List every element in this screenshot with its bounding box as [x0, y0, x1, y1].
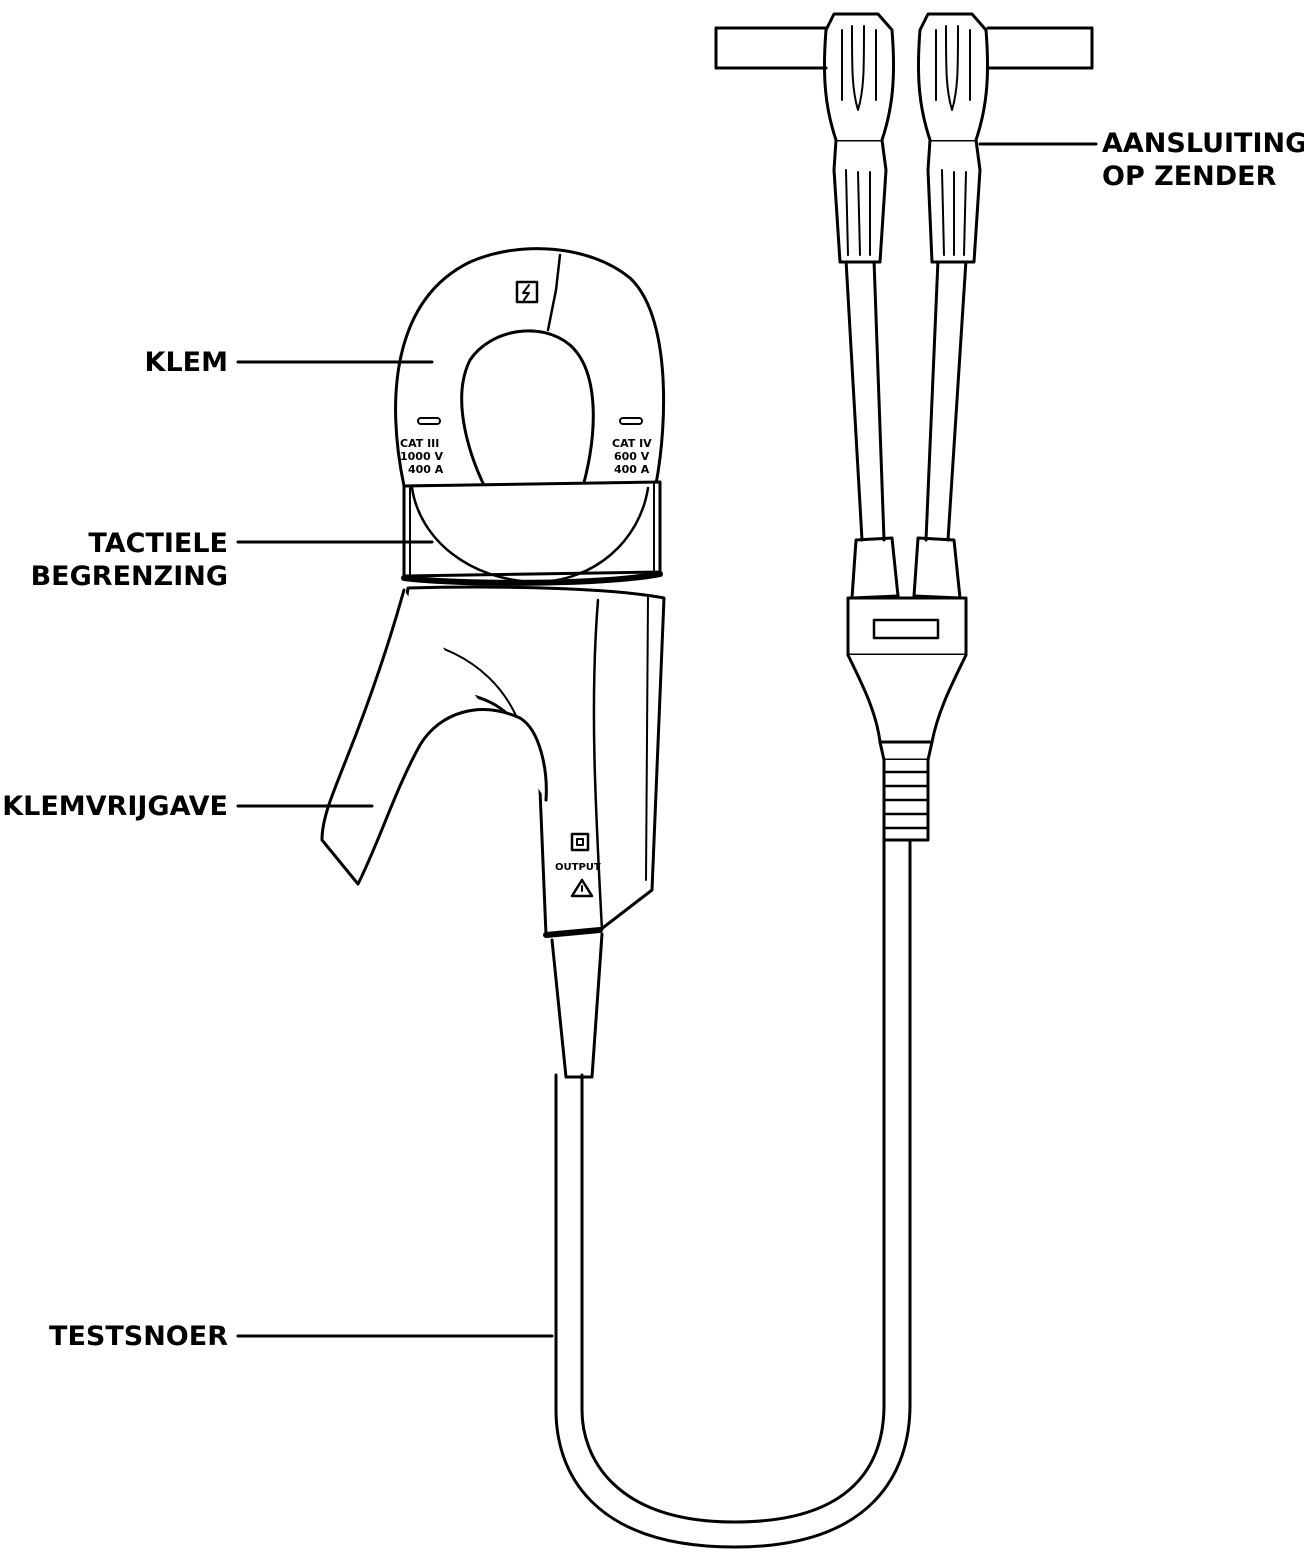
- test-lead-cable: [556, 835, 910, 1547]
- y-splitter: [848, 538, 966, 840]
- output-marking: OUTPUT: [555, 862, 601, 873]
- label-klem: KLEM: [145, 346, 228, 379]
- transmitter-plug-right: [918, 14, 987, 262]
- connector-cables: [846, 260, 966, 540]
- label-klemvrijgave: KLEMVRIJGAVE: [2, 790, 228, 823]
- transmitter-plug-left: [824, 14, 893, 262]
- label-aansluiting-line-1: AANSLUITING: [1102, 127, 1304, 160]
- cat-left-line-2: 1000 V: [400, 450, 443, 463]
- cat-right-line-3: 400 A: [614, 463, 650, 476]
- label-testsnoer: TESTSNOER: [49, 1320, 228, 1353]
- cat-left-line-1: CAT III: [400, 437, 439, 450]
- cat-left-line-3: 400 A: [408, 463, 444, 476]
- label-tactiele-line-2: BEGRENZING: [31, 560, 228, 593]
- transmitter-bar: [716, 28, 1092, 68]
- cat-right-line-1: CAT IV: [612, 437, 652, 450]
- label-tactiele-line-1: TACTIELE: [88, 527, 228, 560]
- label-aansluiting-line-2: OP ZENDER: [1102, 160, 1276, 193]
- handle-strain-relief: [546, 930, 602, 1077]
- tactile-barrier: [404, 482, 660, 583]
- cat-right-line-2: 600 V: [614, 450, 650, 463]
